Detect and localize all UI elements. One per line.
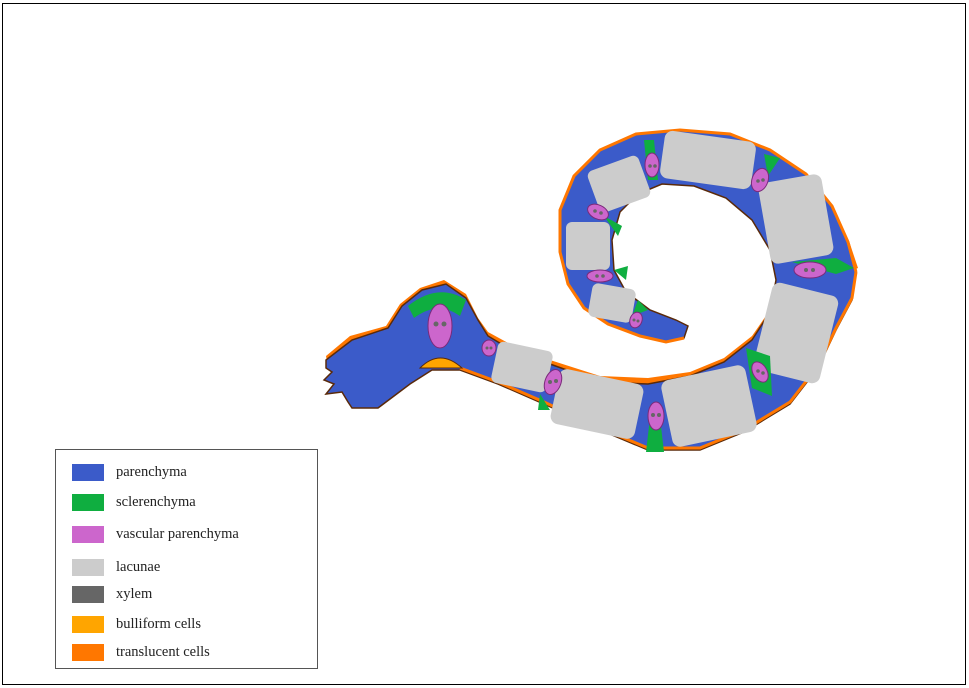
- legend-label: parenchyma: [116, 463, 187, 480]
- legend-swatch: [72, 585, 104, 603]
- legend-label: vascular parenchyma: [116, 525, 239, 542]
- lacuna: [758, 174, 834, 264]
- legend-swatch: [72, 493, 104, 511]
- lacunae-group: [491, 130, 839, 447]
- legend-label: bulliform cells: [116, 615, 201, 632]
- lacuna: [587, 155, 651, 213]
- lacuna: [491, 341, 553, 393]
- lacuna: [566, 222, 610, 270]
- legend-item-bulliform-cells: bulliform cells: [72, 614, 201, 634]
- legend-swatch: [72, 615, 104, 633]
- bulliform-cells: [418, 357, 464, 369]
- legend-label: lacunae: [116, 558, 161, 575]
- legend-swatch: [72, 463, 104, 481]
- legend-swatch: [72, 558, 104, 576]
- legend-label: sclerenchyma: [116, 493, 196, 510]
- legend-item-sclerenchyma: sclerenchyma: [72, 492, 196, 512]
- legend-item-parenchyma: parenchyma: [72, 462, 187, 482]
- legend: parenchyma sclerenchyma vascular parench…: [55, 449, 318, 669]
- legend-swatch: [72, 525, 104, 543]
- translucent-rim-lower: [459, 271, 858, 450]
- vascular-bundle: [647, 401, 665, 431]
- vascular-bundle: [543, 368, 563, 396]
- vascular-bundle: [629, 311, 643, 329]
- legend-item-vascular-parenchyma: vascular parenchyma: [72, 524, 239, 544]
- vascular-bundle: [750, 167, 770, 193]
- lacuna: [550, 369, 644, 439]
- vascular-bundle: [751, 361, 769, 383]
- vascular-bundle: [793, 261, 827, 279]
- vascular-bundle: [586, 269, 614, 283]
- lacuna: [660, 130, 756, 190]
- lacuna: [588, 283, 636, 323]
- legend-item-translucent-cells: translucent cells: [72, 642, 210, 662]
- vascular-bundle: [644, 152, 660, 178]
- vascular-bundles: [427, 152, 827, 431]
- vascular-bundle-midrib: [427, 303, 453, 349]
- vascular-bundle: [481, 339, 497, 357]
- lacuna: [753, 282, 839, 384]
- legend-item-lacunae: lacunae: [72, 557, 160, 577]
- lacuna: [661, 365, 757, 447]
- vascular-bundle: [587, 203, 609, 221]
- legend-swatch: [72, 643, 104, 661]
- legend-label: xylem: [116, 585, 153, 602]
- legend-label: translucent cells: [116, 643, 210, 660]
- legend-item-xylem: xylem: [72, 584, 152, 604]
